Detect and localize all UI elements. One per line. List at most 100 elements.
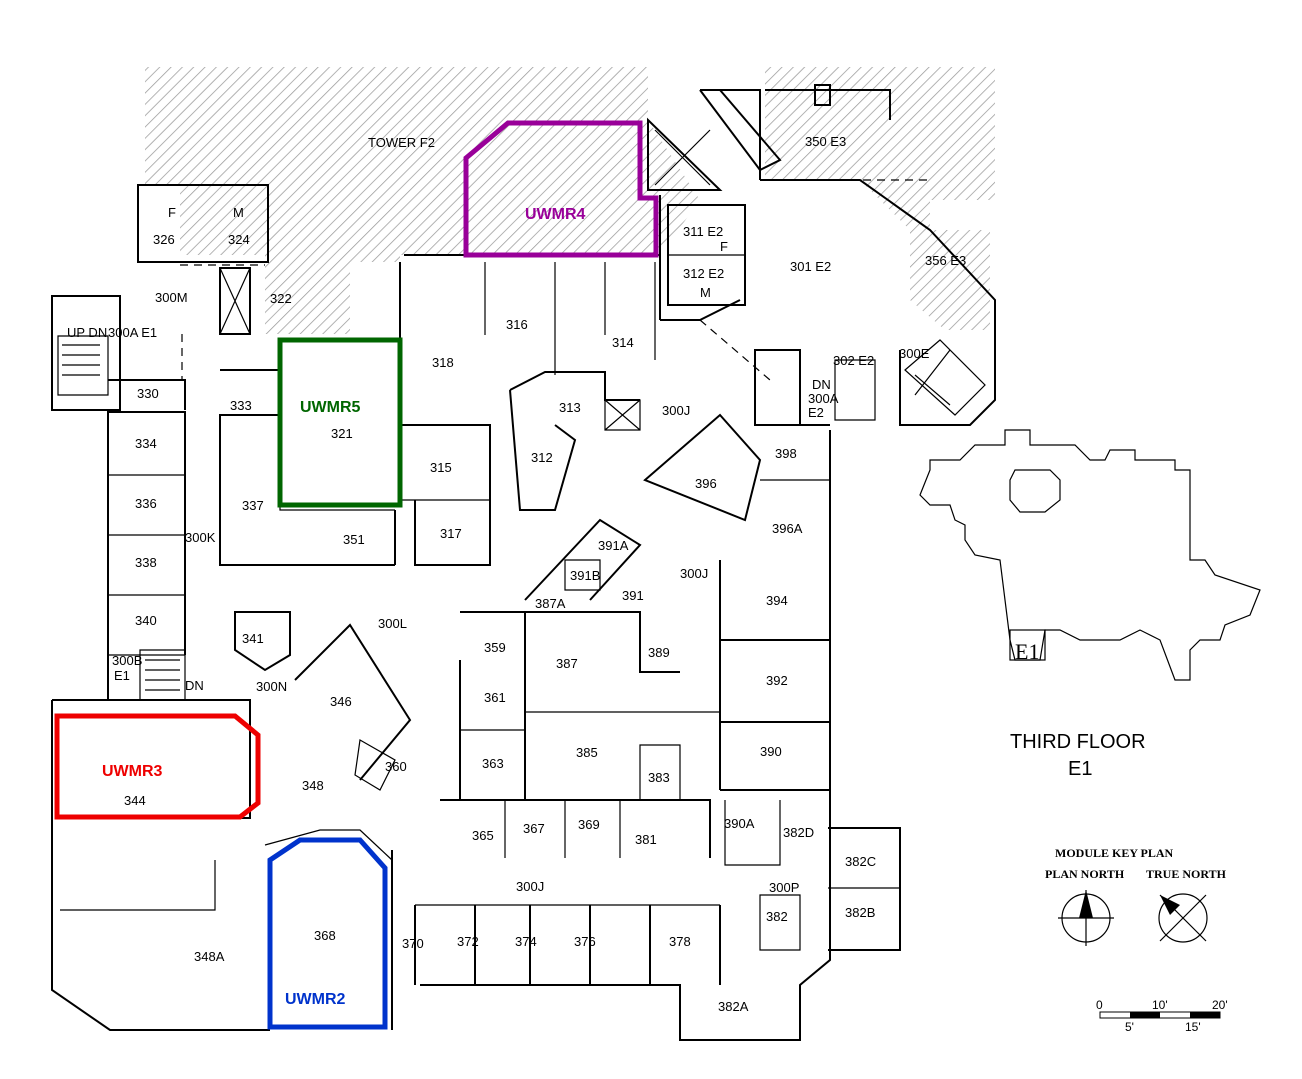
room-300a-e2-label: 300A — [808, 391, 839, 406]
e2-label: E2 — [808, 405, 824, 420]
room-390a-label: 390A — [724, 816, 755, 831]
room-314-label: 314 — [612, 335, 634, 350]
uwmr3-outline — [54, 713, 261, 820]
room-391a-label: 391A — [598, 538, 629, 553]
floor-title: THIRD FLOOR E1 — [1010, 731, 1146, 780]
room-326-label: 326 — [153, 232, 175, 247]
module-key-plan-legend: MODULE KEY PLAN PLAN NORTH TRUE NORTH — [1045, 846, 1227, 946]
room-367-label: 367 — [523, 821, 545, 836]
uwmr2-outline — [267, 837, 388, 1030]
room-360-label: 360 — [385, 759, 407, 774]
uwmr3-label: UWMR3 — [102, 763, 163, 780]
room-382-label: 382 — [766, 909, 788, 924]
walls — [51, 84, 996, 1041]
highlight-labels: UWMR5 UWMR4 UWMR3 UWMR2 — [102, 206, 586, 1008]
room-341-label: 341 — [242, 631, 264, 646]
room-340-label: 340 — [135, 613, 157, 628]
room-370-label: 370 — [402, 936, 424, 951]
room-300j-bot-label: 300J — [516, 879, 544, 894]
room-369-label: 369 — [578, 817, 600, 832]
module-key-plan-outline: E1 — [919, 429, 1261, 681]
room-344-label: 344 — [124, 793, 146, 808]
dashed-lines — [180, 179, 930, 381]
room-311-f-label: F — [720, 239, 728, 254]
plan-north-icon — [1058, 890, 1114, 946]
room-385-label: 385 — [576, 745, 598, 760]
scale-bar: 0 10' 20' 5' 15' — [1096, 998, 1228, 1034]
room-346-label: 346 — [330, 694, 352, 709]
room-326-f-label: F — [168, 205, 176, 220]
highlight-uwmr5[interactable] — [277, 337, 403, 508]
room-383-label: 383 — [648, 770, 670, 785]
room-337-label: 337 — [242, 498, 264, 513]
tower-label: TOWER F2 — [368, 135, 435, 150]
room-363-label: 363 — [482, 756, 504, 771]
room-324-label: 324 — [228, 232, 250, 247]
room-300a-label: 300A E1 — [108, 325, 157, 340]
room-300e-label: 300E — [899, 346, 930, 361]
true-north-label: TRUE NORTH — [1146, 867, 1227, 881]
uwmr4-outline — [463, 120, 659, 258]
room-338-label: 338 — [135, 555, 157, 570]
room-302-label: 302 E2 — [833, 353, 874, 368]
room-348-label: 348 — [302, 778, 324, 793]
uwmr2-label: UWMR2 — [285, 991, 346, 1008]
floor-title-text: THIRD FLOOR — [1010, 731, 1146, 753]
room-324-m-label: M — [233, 205, 244, 220]
room-348a-label: 348A — [194, 949, 225, 964]
room-398-label: 398 — [775, 446, 797, 461]
room-382d-label: 382D — [783, 825, 814, 840]
room-318-label: 318 — [432, 355, 454, 370]
key-plan-e1-tag: E1 — [1015, 639, 1039, 664]
room-333-label: 333 — [230, 398, 252, 413]
room-330-label: 330 — [137, 386, 159, 401]
floor-subtitle-text: E1 — [1068, 758, 1092, 780]
room-312-m-label: M — [700, 285, 711, 300]
highlight-uwmr3[interactable] — [54, 713, 261, 820]
dn-e2-label: DN — [812, 377, 831, 392]
room-359-label: 359 — [484, 640, 506, 655]
room-labels: TOWER F2 350 E3 356 E3 311 E2 F 312 E2 M… — [67, 134, 966, 1014]
room-389-label: 389 — [648, 645, 670, 660]
room-317-label: 317 — [440, 526, 462, 541]
updn-label: UP DN — [67, 325, 107, 340]
room-394-label: 394 — [766, 593, 788, 608]
room-300p-label: 300P — [769, 880, 799, 895]
room-334-label: 334 — [135, 436, 157, 451]
highlight-uwmr2[interactable] — [267, 837, 388, 1030]
room-391b-label: 391B — [570, 568, 600, 583]
room-351-label: 351 — [343, 532, 365, 547]
uwmr5-outline — [277, 337, 403, 508]
room-387a-label: 387A — [535, 596, 566, 611]
scale-tick-0: 0 — [1096, 998, 1103, 1012]
highlight-uwmr4[interactable] — [463, 120, 659, 258]
scale-tick-5: 5' — [1125, 1020, 1134, 1034]
room-396a-label: 396A — [772, 521, 803, 536]
room-365-label: 365 — [472, 828, 494, 843]
true-north-icon — [1158, 893, 1208, 943]
room-391-label: 391 — [622, 588, 644, 603]
room-300k-label: 300K — [185, 530, 216, 545]
e3-hatch — [765, 67, 995, 330]
dn-left-label: DN — [185, 678, 204, 693]
room-300l-label: 300L — [378, 616, 407, 631]
room-378-label: 378 — [669, 934, 691, 949]
room-350-label: 350 E3 — [805, 134, 846, 149]
room-361-label: 361 — [484, 690, 506, 705]
room-321-label: 321 — [331, 426, 353, 441]
uwmr4-label: UWMR4 — [525, 206, 586, 223]
room-336-label: 336 — [135, 496, 157, 511]
scale-tick-20: 20' — [1212, 998, 1228, 1012]
room-382c-label: 382C — [845, 854, 876, 869]
room-387-label: 387 — [556, 656, 578, 671]
plan-north-label: PLAN NORTH — [1045, 867, 1125, 881]
room-315-label: 315 — [430, 460, 452, 475]
room-301-label: 301 E2 — [790, 259, 831, 274]
room-382b-label: 382B — [845, 905, 875, 920]
room-382a-label: 382A — [718, 999, 749, 1014]
room-390-label: 390 — [760, 744, 782, 759]
room-376-label: 376 — [574, 934, 596, 949]
room-313-label: 313 — [559, 400, 581, 415]
room-316-label: 316 — [506, 317, 528, 332]
